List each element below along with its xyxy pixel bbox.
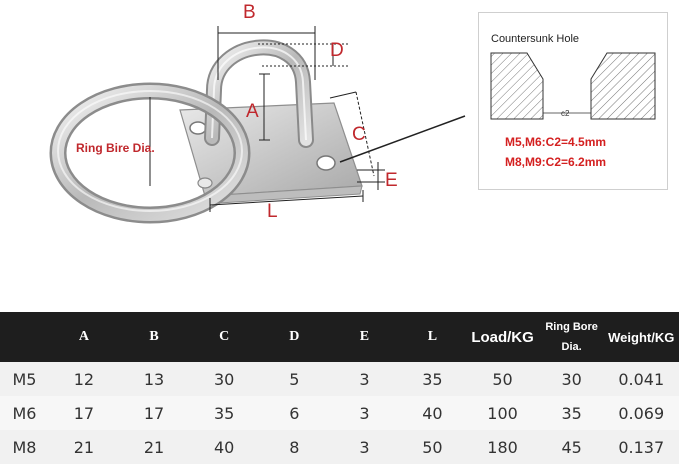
dim-label-b: B [243, 2, 256, 23]
product-diagram: B D A C E L Ring Bire Dia. Countersunk H… [49, 2, 668, 224]
cell-load: 50 [492, 369, 513, 389]
header-load: Load/KG [471, 328, 534, 346]
cell-d: 6 [289, 403, 300, 423]
header-d: D [289, 329, 300, 344]
table-row: M5 12 13 30 5 3 35 50 30 0.041 [0, 362, 679, 396]
cell-weight: 0.041 [618, 369, 665, 389]
header-c: C [219, 329, 230, 344]
table-row: M6 17 17 35 6 3 40 100 35 0.069 [0, 396, 679, 430]
cell-ring-bore: 45 [561, 437, 582, 457]
cell-l: 40 [422, 403, 443, 423]
spec-m5-m6: M5,M6:C2=4.5mm [505, 135, 607, 149]
cell-b: 17 [143, 403, 165, 423]
countersunk-section-drawing [490, 52, 656, 120]
dim-label-d: D [330, 40, 344, 61]
countersunk-inset: Countersunk Hole c2 M5,M6:C2=4.5mm M8,M9… [478, 12, 668, 190]
ring [49, 82, 251, 224]
spec-m8-m9: M8,M9:C2=6.2mm [505, 155, 607, 169]
spec-table: A B C D E L Load/KG Ring Bore Dia. Weigh… [0, 312, 679, 464]
cell-e: 3 [359, 403, 370, 423]
table-header-row: A B C D E L Load/KG Ring Bore Dia. Weigh… [0, 312, 679, 362]
table-row: M8 21 21 40 8 3 50 180 45 0.137 [0, 430, 679, 464]
cell-ring-bore: 30 [561, 369, 582, 389]
cell-ring-bore: 35 [561, 403, 582, 423]
dim-label-e: E [385, 170, 398, 191]
cell-load: 180 [487, 437, 518, 457]
dimension-lines [149, 26, 466, 212]
cell-d: 8 [289, 437, 300, 457]
header-a: A [78, 329, 89, 344]
header-weight: Weight/KG [608, 329, 675, 345]
header-b: B [149, 329, 159, 344]
header-e: E [359, 329, 370, 344]
cell-load: 100 [487, 403, 518, 423]
eye-plate-illustration [49, 26, 466, 224]
countersunk-hole-right [316, 155, 336, 171]
header-l: L [427, 329, 438, 344]
countersunk-hole-left [189, 121, 207, 135]
cell-b: 21 [143, 437, 165, 457]
inset-title: Countersunk Hole [491, 33, 580, 45]
cell-weight: 0.137 [618, 437, 665, 457]
cell-e: 3 [359, 369, 370, 389]
cell-weight: 0.069 [618, 403, 665, 423]
u-loop [204, 39, 314, 148]
cell-e: 3 [359, 437, 370, 457]
cell-size: M8 [12, 437, 37, 457]
cell-a: 12 [73, 369, 95, 389]
dim-label-l: L [267, 201, 278, 222]
ring-diameter-label: Ring Bire Dia. [76, 141, 155, 155]
cell-c: 30 [214, 369, 235, 389]
cell-d: 5 [289, 369, 300, 389]
header-ring-bore: Ring Bore Dia. [545, 321, 598, 353]
cell-a: 21 [73, 437, 95, 457]
c2-label: c2 [561, 109, 570, 118]
cell-l: 35 [422, 369, 443, 389]
dim-label-c: C [352, 124, 366, 145]
cell-b: 13 [143, 369, 165, 389]
cell-c: 35 [214, 403, 235, 423]
cell-size: M5 [12, 369, 37, 389]
cell-c: 40 [214, 437, 235, 457]
cell-a: 17 [73, 403, 95, 423]
cell-l: 50 [422, 437, 443, 457]
dim-label-a: A [246, 101, 259, 122]
header-size [0, 312, 49, 362]
cell-size: M6 [12, 403, 37, 423]
